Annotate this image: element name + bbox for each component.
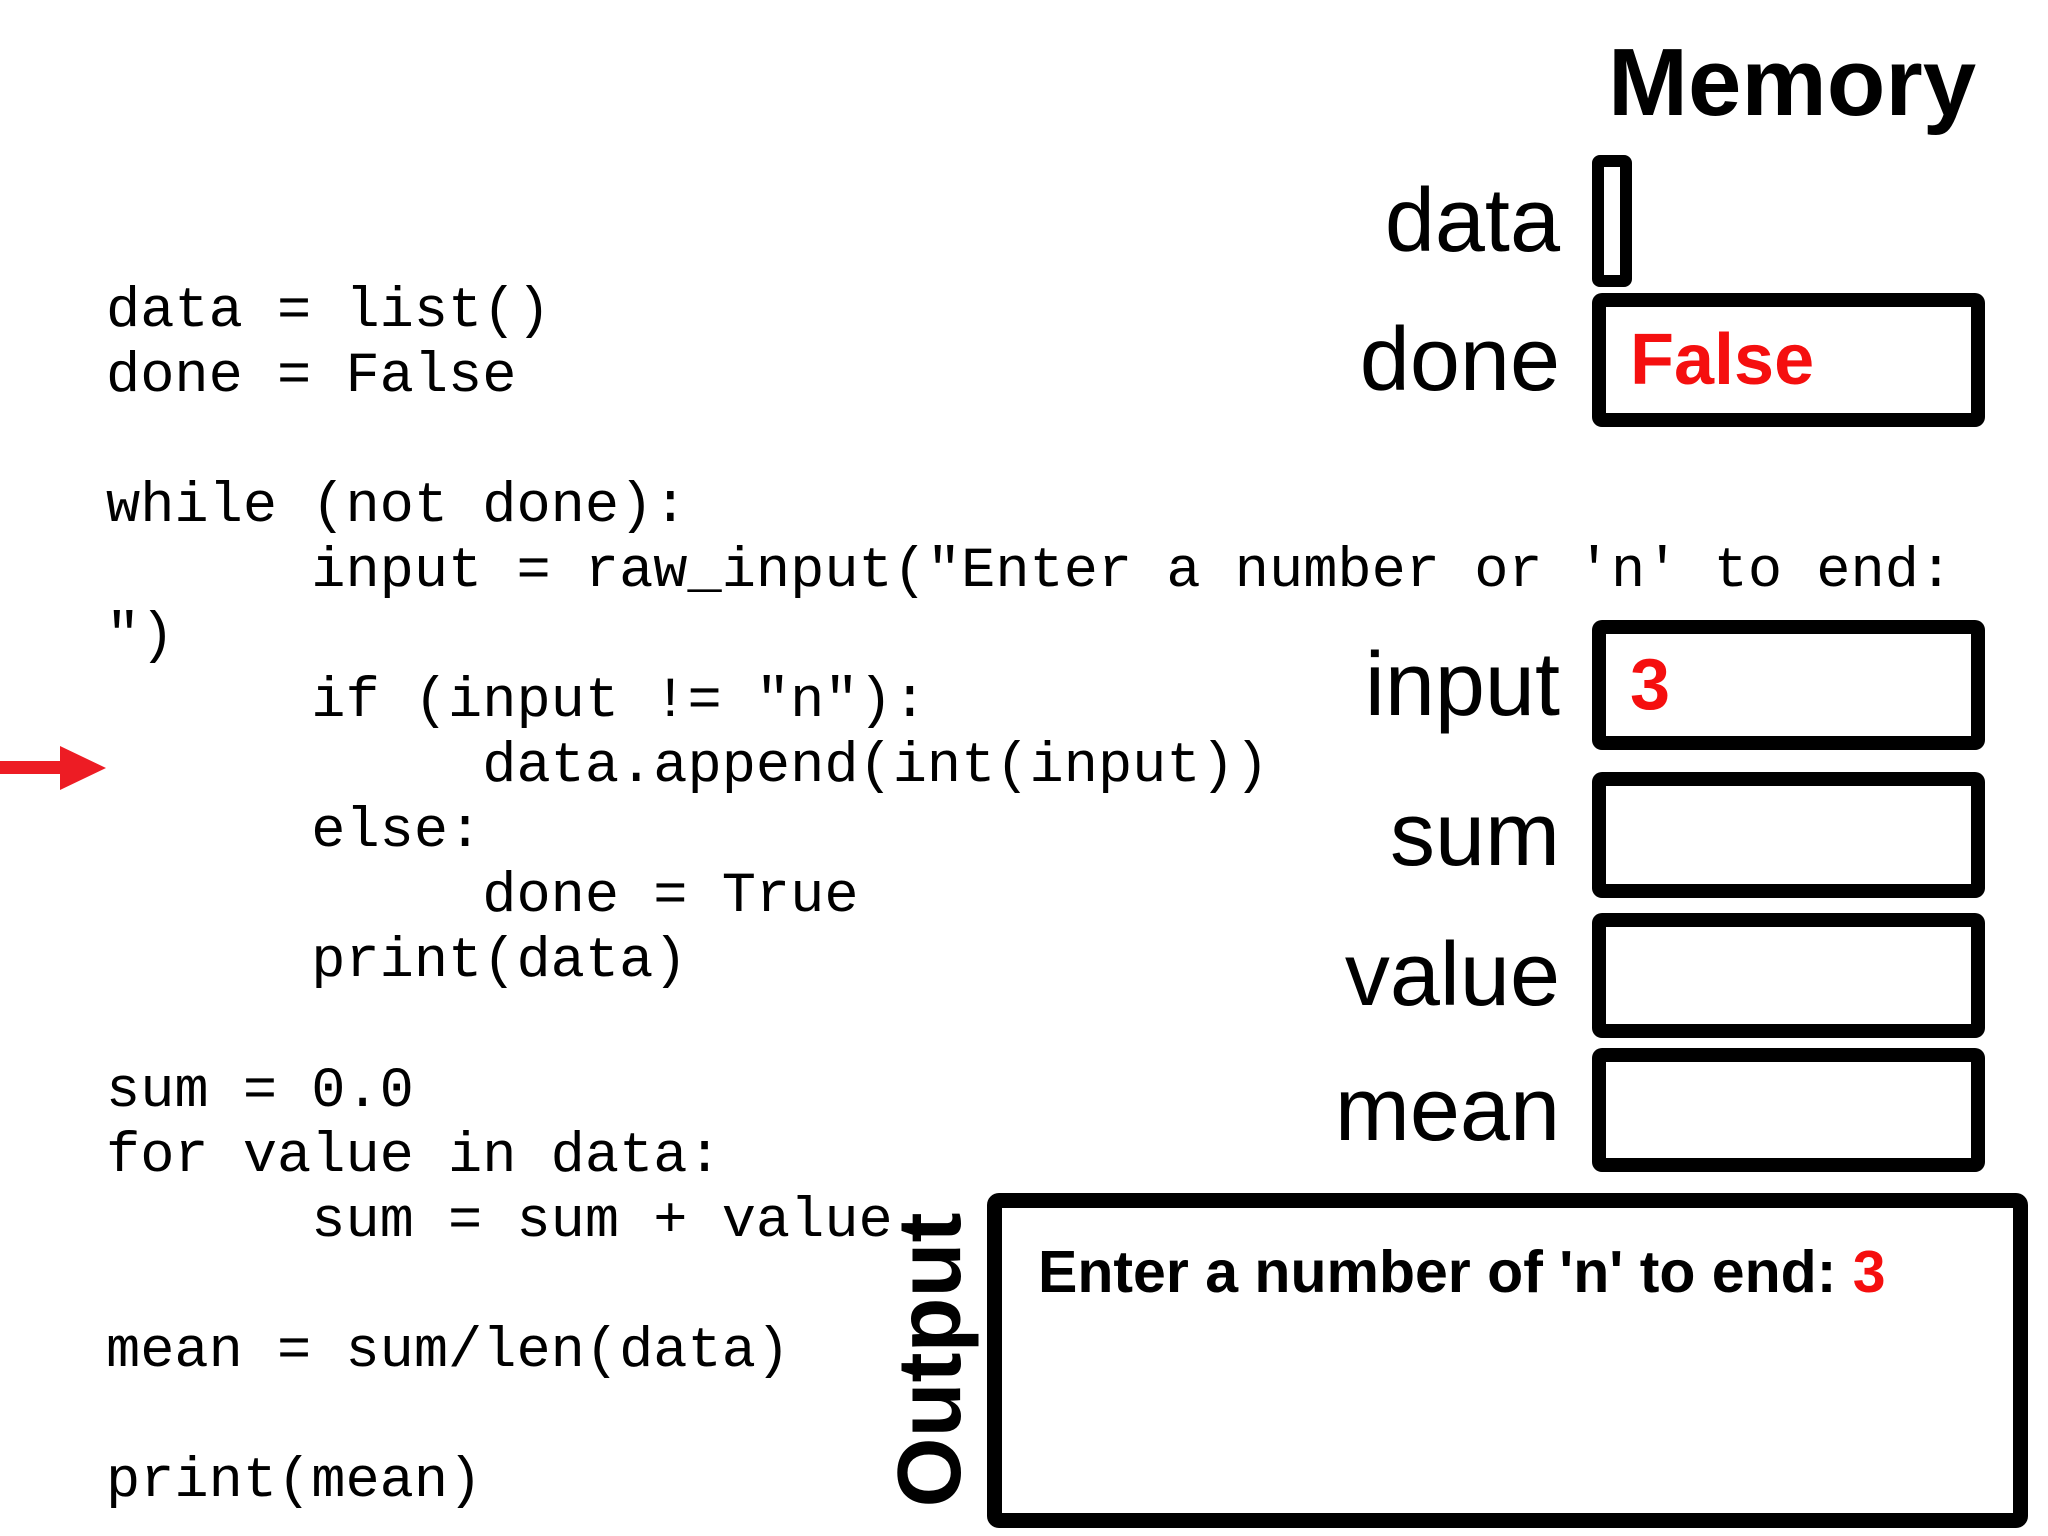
var-label-sum: sum [1389, 785, 1560, 885]
var-value-done: False [1630, 320, 1815, 400]
var-box-mean [1592, 1048, 1985, 1172]
var-box-sum [1592, 772, 1985, 898]
var-box-value [1592, 913, 1985, 1038]
memory-title: Memory [1608, 29, 1977, 136]
output-line: Enter a number of 'n' to end: 3 [1038, 1238, 2013, 1306]
output-prompt-text: Enter a number of 'n' to end: [1038, 1239, 1853, 1305]
current-line-arrow-icon [0, 746, 106, 790]
var-label-data: data [1384, 171, 1560, 271]
output-box: Enter a number of 'n' to end: 3 [987, 1193, 2028, 1528]
var-label-mean: mean [1334, 1060, 1560, 1160]
var-box-data-empty-list [1592, 155, 1632, 287]
var-value-input: 3 [1630, 645, 1671, 725]
var-label-input: input [1364, 635, 1560, 735]
var-label-done: done [1359, 310, 1560, 410]
var-box-input: 3 [1592, 620, 1985, 750]
output-entered-value: 3 [1852, 1239, 1886, 1305]
output-label: Output [880, 1212, 980, 1508]
var-box-done: False [1592, 293, 1985, 427]
var-label-value: value [1344, 925, 1560, 1025]
code-block: data = list() done = False while (not do… [106, 280, 1954, 1514]
